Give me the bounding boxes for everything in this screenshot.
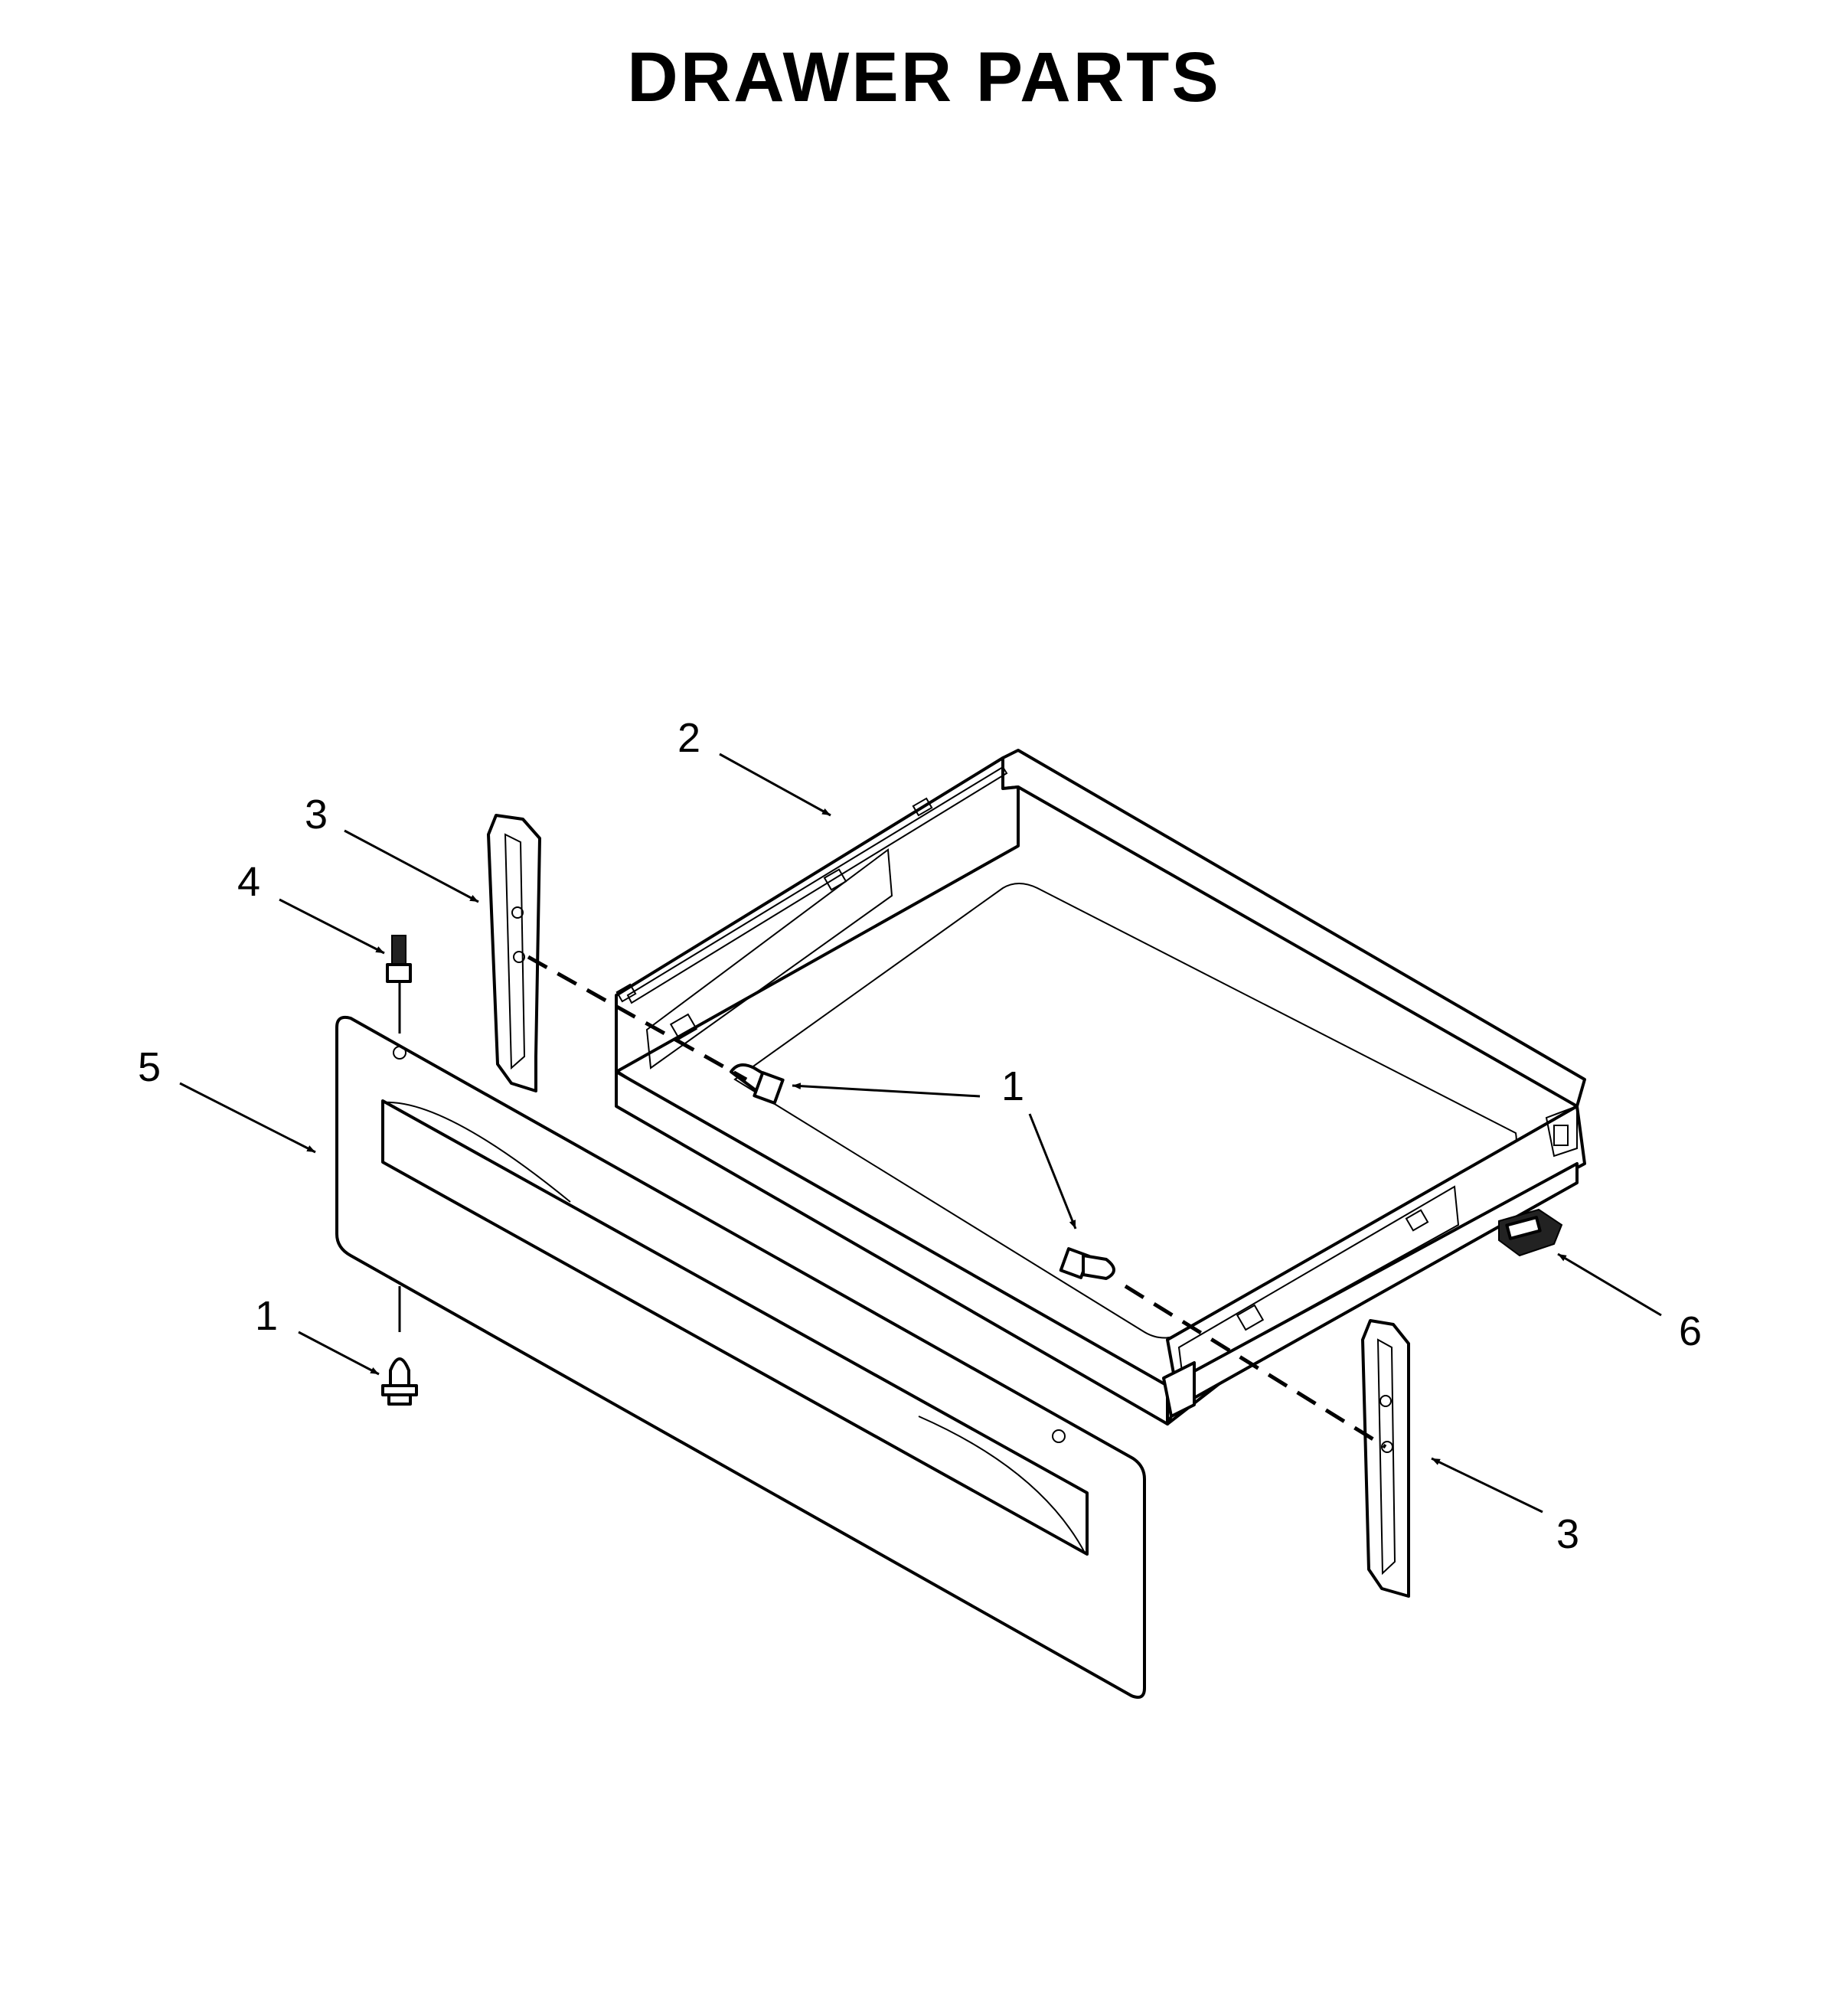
leader-arrow-1b [792,1083,981,1098]
drawer-body [615,749,1586,1425]
drawer-clip [1498,1208,1563,1257]
leader-arrow-1c [1028,1113,1077,1229]
callout-3-left: 3 [305,792,328,838]
callout-1-bottom: 1 [255,1293,278,1339]
callout-4: 4 [237,859,260,905]
leader-arrow-1a [298,1331,380,1376]
callout-2: 2 [677,715,700,761]
leader-arrow-2 [719,753,831,817]
page-title: DRAWER PARTS [627,38,1220,116]
callout-6: 6 [1679,1308,1702,1354]
drawer-stop [386,935,412,1034]
callout-3-right: 3 [1556,1511,1579,1557]
screw-left-side [730,1063,785,1105]
leader-arrow-5 [179,1082,316,1154]
drawer-glide-bracket-right [1361,1319,1410,1598]
drawer-front-panel [335,1015,1146,1699]
callout-5: 5 [138,1044,161,1090]
assembly-line-right [1124,1284,1387,1449]
leader-arrow-3b [1431,1457,1543,1514]
leader-arrow-3a [344,829,479,903]
leader-arrow-4 [279,898,385,955]
screw-bottom [381,1286,418,1406]
leader-arrow-6 [1557,1252,1662,1317]
callout-1-middle: 1 [1001,1063,1024,1109]
drawer-glide-bracket-left [487,814,541,1092]
assembly-line-left [527,955,748,1082]
screw-right-side [1059,1247,1115,1280]
